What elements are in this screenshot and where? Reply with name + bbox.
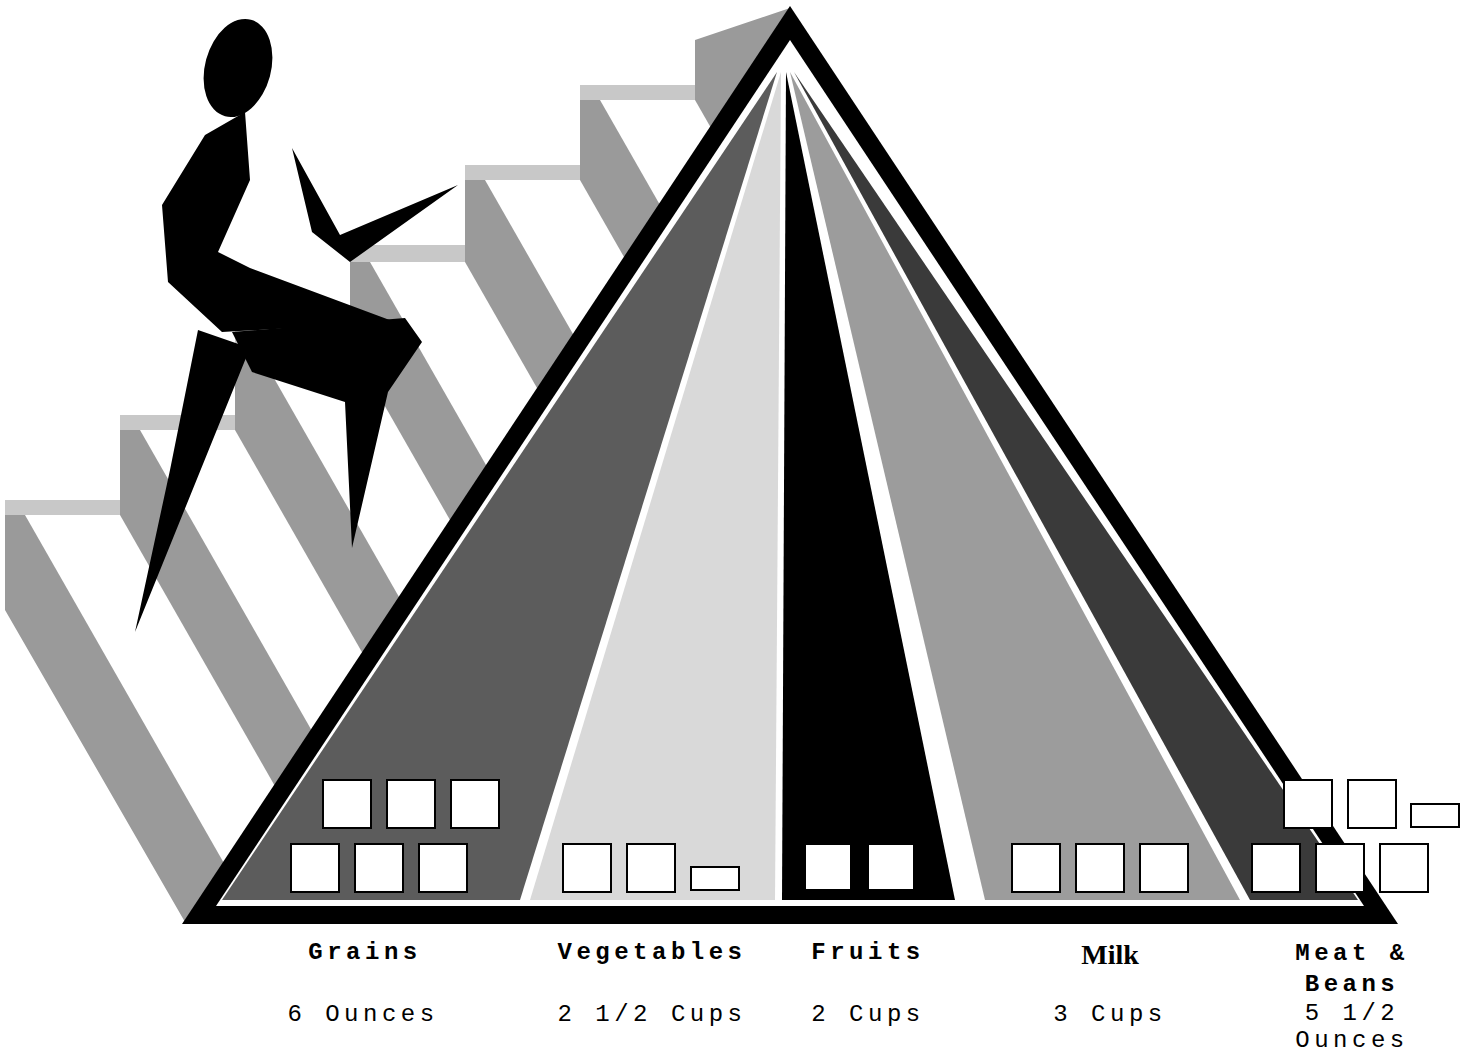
- pyramid: [182, 6, 1398, 924]
- group-label: Fruits: [778, 937, 958, 969]
- climbing-figure: [135, 11, 458, 632]
- group-label: Meat & Beans: [1282, 938, 1422, 1000]
- group-label: Milk: [1010, 938, 1210, 972]
- group-label: Vegetables: [522, 937, 782, 969]
- amount-label: 2 1/2 Cups: [522, 1000, 782, 1030]
- serving-squares: [291, 780, 1459, 892]
- amount-label: 2 Cups: [778, 1000, 958, 1030]
- group-label: Grains: [235, 937, 495, 969]
- amount-label: 3 Cups: [1010, 1000, 1210, 1030]
- amount-label: 6 Ounces: [233, 1000, 493, 1030]
- amount-label: 5 1/2 Ounces: [1282, 1000, 1422, 1054]
